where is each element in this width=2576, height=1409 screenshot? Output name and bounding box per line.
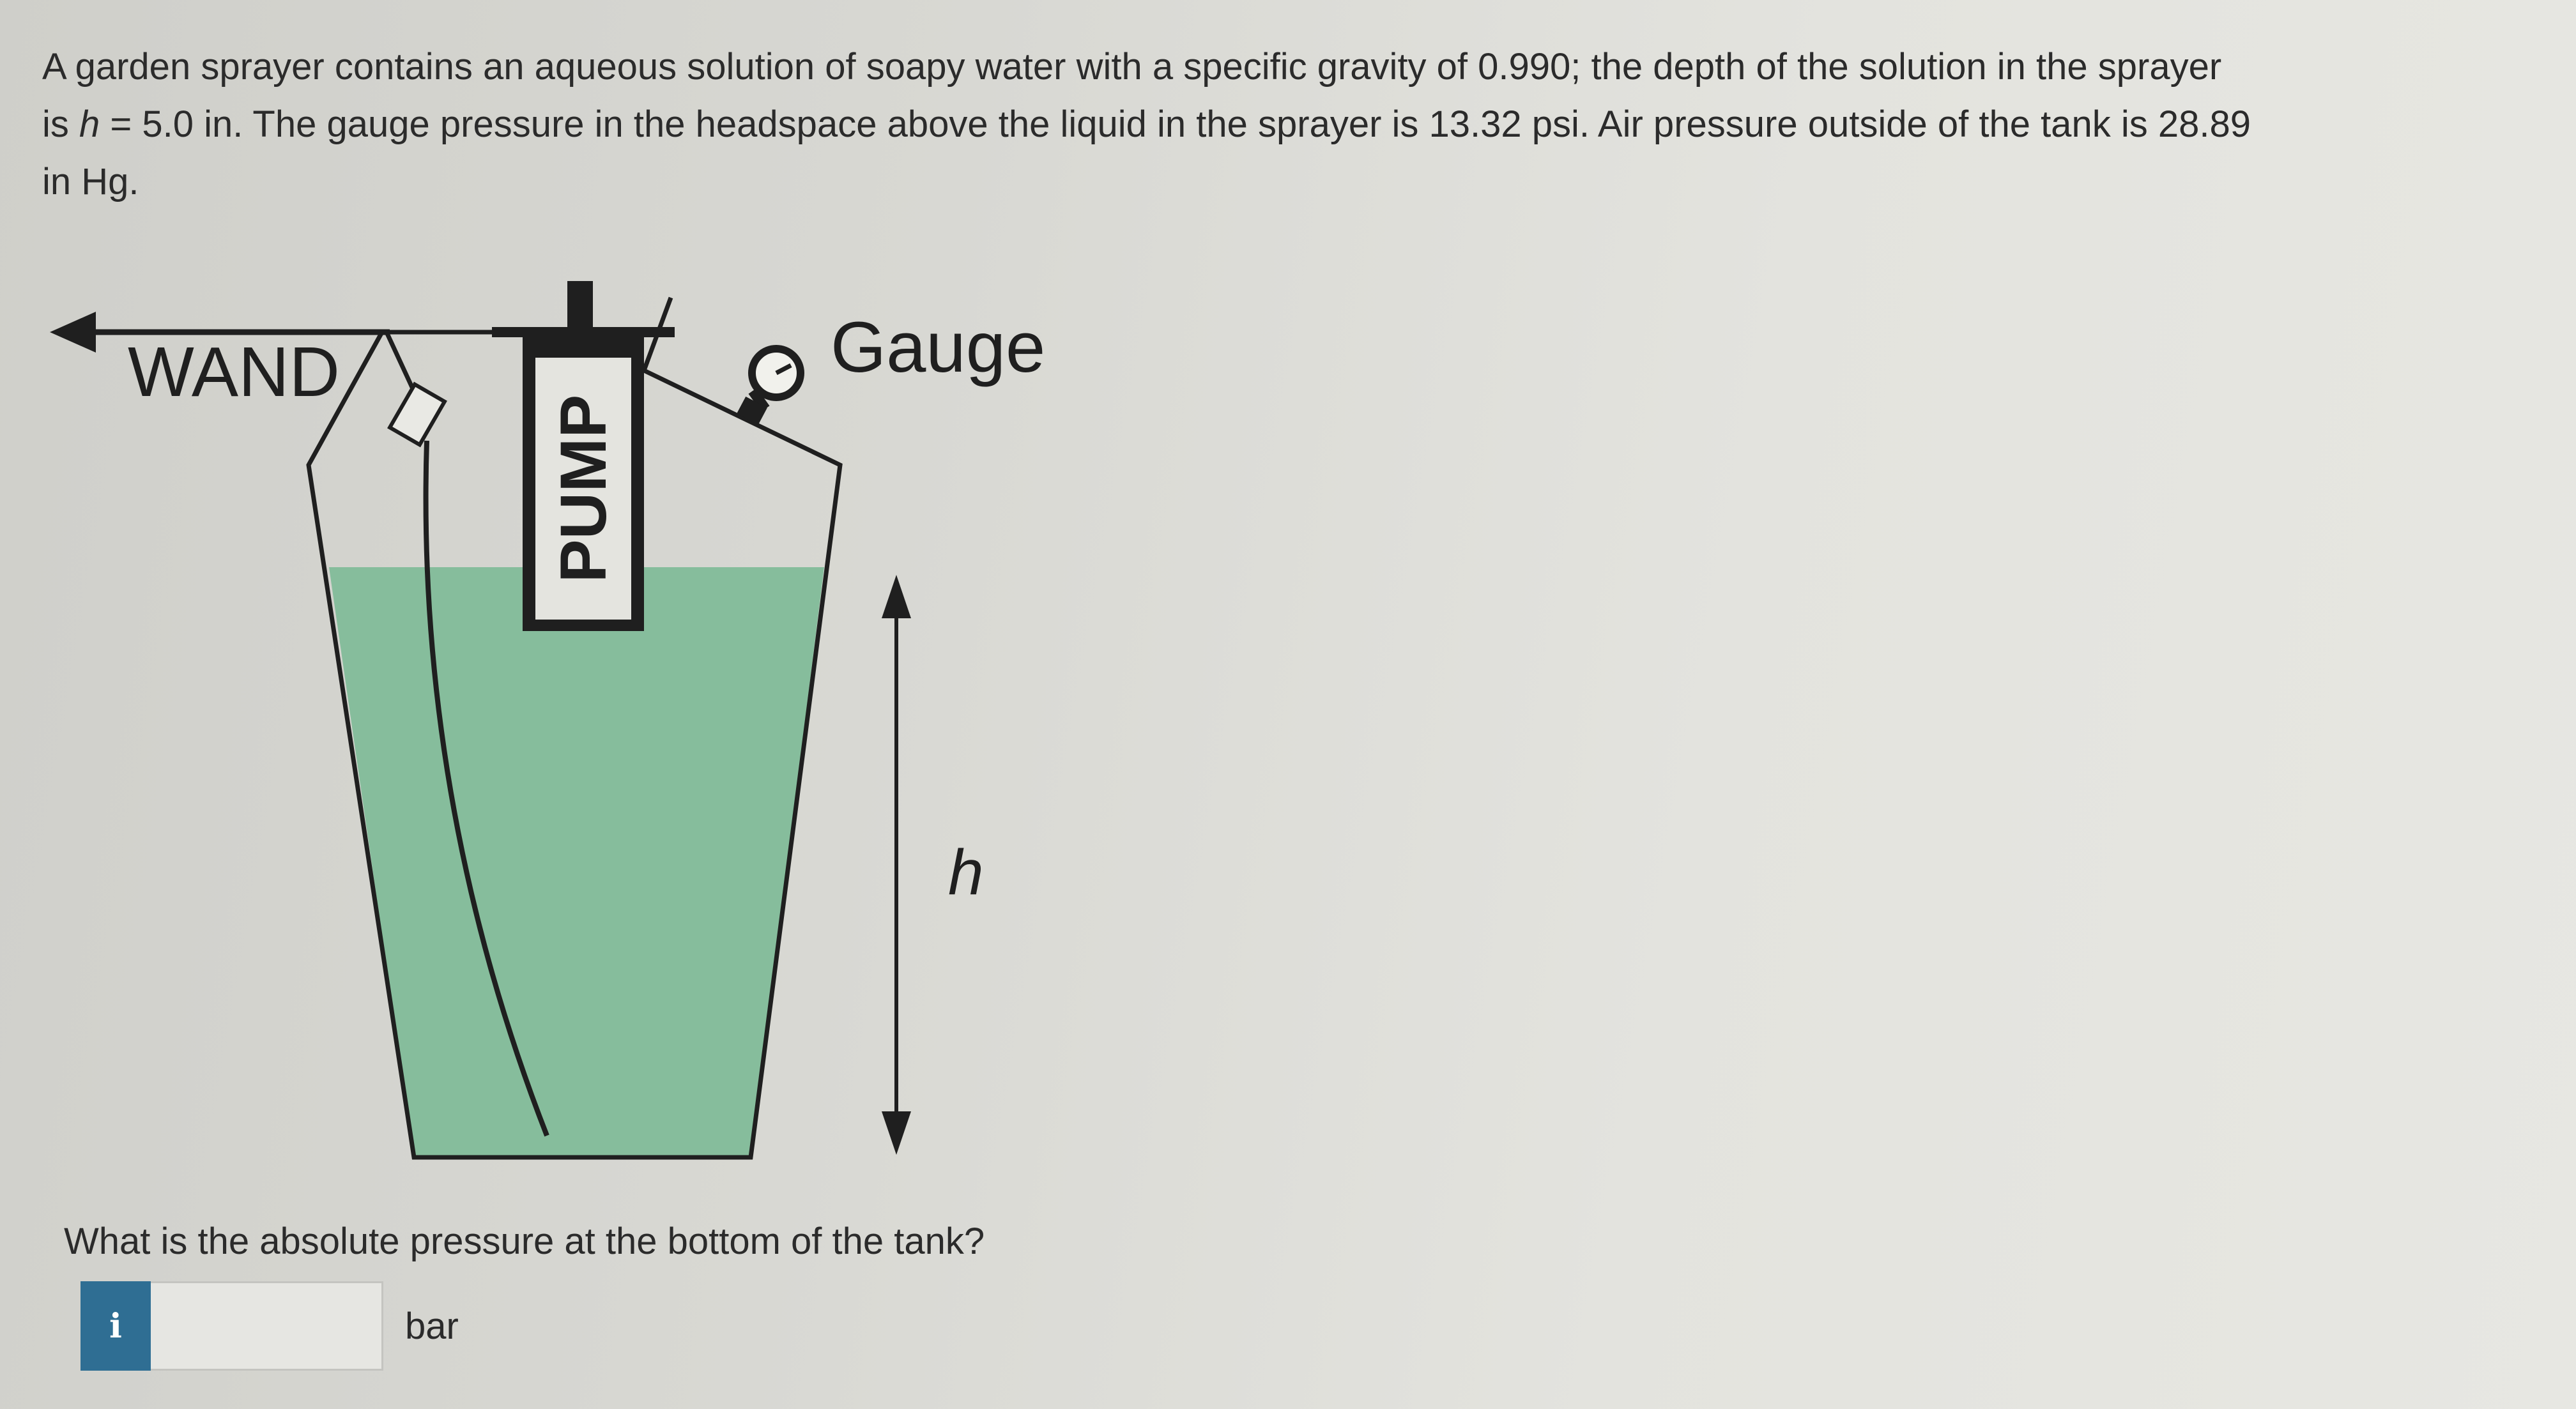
- wand-label: WAND: [128, 333, 340, 411]
- problem-line-3: in Hg.: [42, 161, 139, 202]
- pump-label: PUMP: [547, 395, 620, 583]
- gauge-needle: [775, 363, 792, 376]
- unit-label: bar: [405, 1305, 459, 1347]
- gauge-fitting: [737, 396, 767, 425]
- wand-fitting: [387, 381, 447, 448]
- info-icon[interactable]: i: [80, 1281, 151, 1371]
- dip-tube: [423, 440, 549, 1137]
- pump-handle-stem: [567, 281, 593, 332]
- h-arrow-down-icon: [882, 1111, 911, 1155]
- h-arrow-up-icon: [882, 575, 911, 618]
- problem-line-1: A garden sprayer contains an aqueous sol…: [42, 46, 2222, 88]
- answer-input[interactable]: [151, 1281, 383, 1371]
- problem-line-2-pre: is: [42, 103, 79, 145]
- tank-outline: [306, 331, 843, 1160]
- pump-label-panel: [535, 358, 631, 620]
- depth-variable: h: [79, 103, 100, 145]
- wand-arrow-icon: [50, 312, 96, 353]
- problem-line-2: is h = 5.0 in. The gauge pressure in the…: [42, 96, 2547, 153]
- gauge-stem: [748, 388, 770, 412]
- gauge-label: Gauge: [831, 307, 1045, 387]
- liquid-solution: [329, 567, 824, 1157]
- answer-row: i bar: [80, 1281, 459, 1371]
- problem-line-2-post: = 5.0 in. The gauge pressure in the head…: [100, 103, 2251, 145]
- question-text: What is the absolute pressure at the bot…: [64, 1221, 985, 1262]
- h-label: h: [948, 837, 984, 908]
- problem-statement: A garden sprayer contains an aqueous sol…: [42, 38, 2547, 211]
